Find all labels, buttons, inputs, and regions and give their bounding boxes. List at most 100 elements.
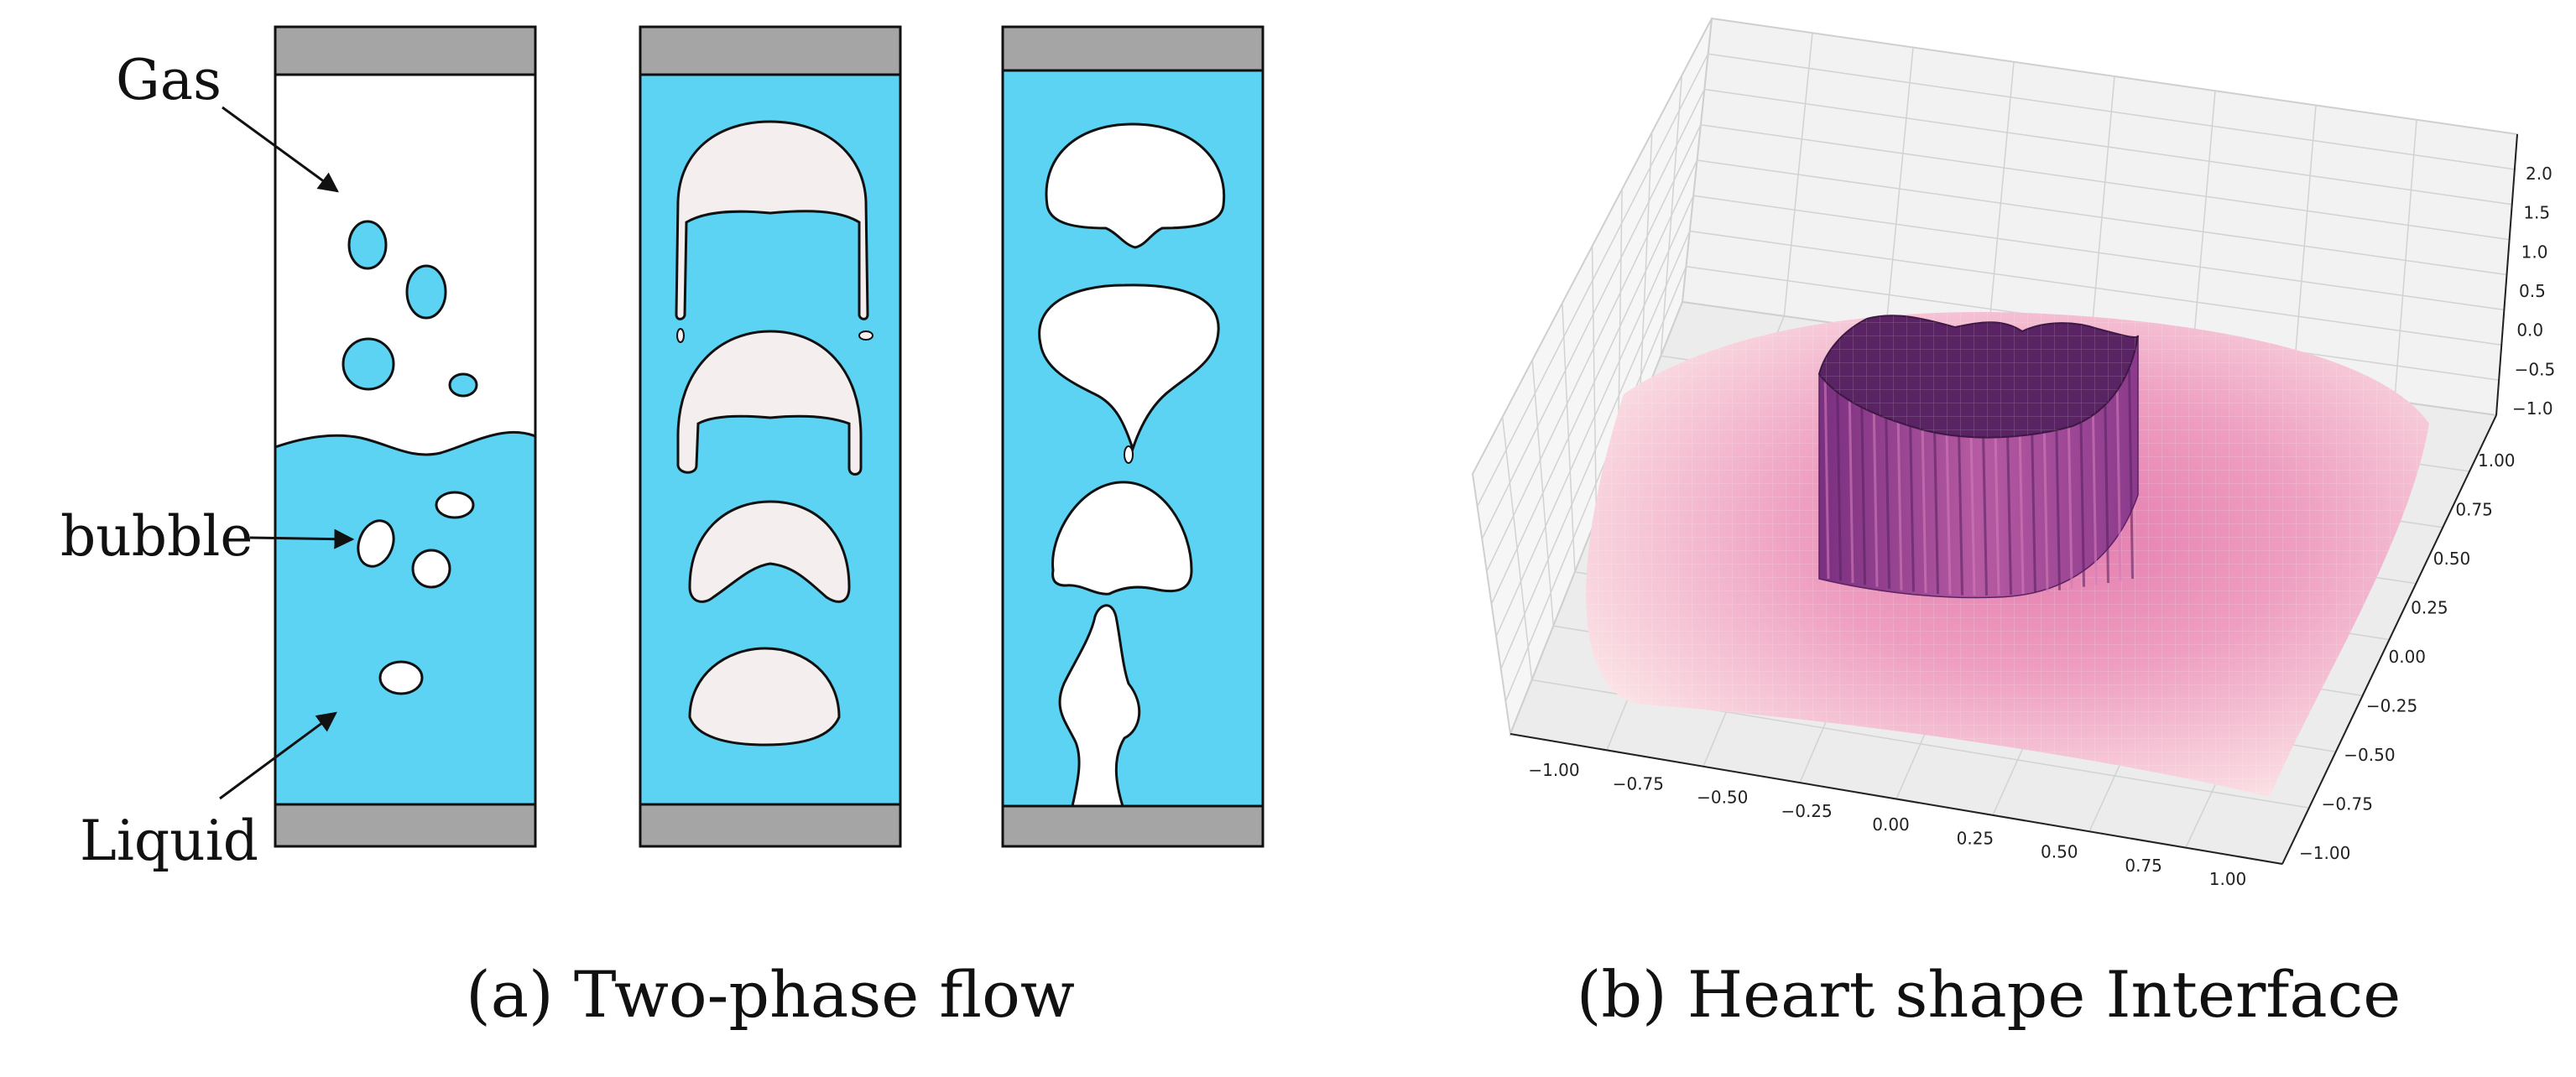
heart-side-stripe xyxy=(1958,430,1963,596)
x-tick-label: −0.25 xyxy=(1781,801,1832,821)
droplet xyxy=(342,337,395,391)
cap-bubble xyxy=(676,330,863,476)
satellite-bubble xyxy=(676,328,685,343)
z-tick-label: 0.0 xyxy=(2516,320,2543,341)
y-tick-label: 0.00 xyxy=(2389,647,2427,667)
heart-side-stripe xyxy=(2042,417,2049,592)
x-tick-label: 0.25 xyxy=(1957,828,1995,848)
droplet xyxy=(347,220,388,270)
heart-side-stripe xyxy=(2055,412,2061,591)
left-grid-line xyxy=(1476,53,1709,507)
z-tick-label: −0.5 xyxy=(2515,359,2556,379)
bubble xyxy=(435,491,475,519)
heart-side-stripe xyxy=(1836,377,1842,581)
x-tick-label: 0.75 xyxy=(2125,856,2162,876)
heart-side-stripe xyxy=(1982,431,1988,596)
back-grid-line xyxy=(1704,88,2512,206)
back-grid-line xyxy=(2190,91,2216,373)
column-2-top-cap xyxy=(639,25,902,76)
gas-arrow xyxy=(222,106,339,193)
heart-side-stripe xyxy=(2104,384,2109,583)
bubble-label: bubble xyxy=(60,504,253,569)
cap-bubble xyxy=(675,120,869,320)
panel-a: Gas bubble Liquid (a) Two-phase flow xyxy=(60,25,1265,1032)
left-grid-line xyxy=(1490,159,1698,605)
panel-b: 2.0 1.5 1.0 0.5 0.0 −0.5 −1.0 1.00 0.75 0.50 0.25… xyxy=(1471,17,2555,1032)
column-2-bottom-cap xyxy=(639,803,902,848)
liquid-arrow xyxy=(219,711,337,800)
column-1-bottom-cap xyxy=(274,803,537,848)
bubble xyxy=(411,549,451,589)
heart-side-stripe xyxy=(1994,430,2000,596)
x-axis-ticks: −1.00−0.75−0.50−0.250.000.250.500.751.00 xyxy=(1528,760,2246,889)
heart-side-stripe xyxy=(2091,392,2098,585)
heart-side-stripe xyxy=(2031,422,2036,593)
y-tick-label: −0.75 xyxy=(2322,794,2373,814)
bubble-arrow xyxy=(249,528,355,549)
heart-stripes xyxy=(1823,368,2134,596)
heart-side-stripe xyxy=(1885,406,1890,589)
y-axis-line xyxy=(2281,414,2497,865)
x-tick-label: 0.00 xyxy=(1872,814,1910,835)
y-tick-label: 0.25 xyxy=(2411,598,2448,618)
deformed-bubble xyxy=(1038,284,1220,453)
gas-jet xyxy=(1058,604,1141,808)
heart-side-stripe xyxy=(2128,368,2134,580)
z-tick-label: −1.0 xyxy=(2512,398,2553,419)
heart-side-stripe xyxy=(1872,399,1879,587)
z-tick-label: 1.0 xyxy=(2521,242,2548,262)
y-tick-label: 0.75 xyxy=(2455,500,2493,520)
caption-a: (a) Two-phase flow xyxy=(466,957,1075,1032)
back-grid-line xyxy=(2394,119,2417,402)
x-tick-label: 1.00 xyxy=(2209,869,2247,889)
z-tick-label: 1.5 xyxy=(2523,203,2550,223)
cap-bubble xyxy=(688,500,851,603)
bubble xyxy=(378,660,424,695)
y-tick-label: 1.00 xyxy=(2478,450,2516,471)
heart-side-stripe xyxy=(2018,425,2025,595)
left-grid-line xyxy=(1481,89,1705,539)
x-tick-label: −0.50 xyxy=(1697,788,1748,808)
column-1 xyxy=(274,25,537,848)
cap-bubble xyxy=(688,647,841,747)
heart-side-stripe xyxy=(2067,406,2073,589)
x-tick-label: −1.00 xyxy=(1528,760,1579,780)
heart-side-stripe xyxy=(1933,425,1939,595)
column-2 xyxy=(639,25,902,848)
y-tick-label: 0.50 xyxy=(2433,549,2471,569)
heart-side-stripe xyxy=(1909,417,1915,592)
back-grid-line xyxy=(2088,75,2115,359)
heart-side-stripe xyxy=(2115,377,2122,581)
satellite-bubble xyxy=(1124,445,1134,464)
deformed-bubble xyxy=(1045,122,1226,249)
heart-side-stripe xyxy=(1848,384,1854,583)
column-1-top-cap xyxy=(274,25,537,76)
left-grid-line xyxy=(1486,124,1702,572)
heart-side-stripe xyxy=(2079,399,2085,587)
heart-side-stripe xyxy=(1969,431,1976,596)
z-tick-label: 0.5 xyxy=(2519,281,2546,301)
y-axis-ticks: 1.00 0.75 0.50 0.25 0.00 −0.25 −0.50 −0.75 −1.00 xyxy=(2299,450,2516,863)
column-1-liquid xyxy=(274,430,537,806)
back-grid-line xyxy=(2292,105,2317,388)
bubble xyxy=(357,519,395,568)
satellite-bubble xyxy=(858,330,873,341)
x-axis-line xyxy=(1510,733,2283,865)
left-grid-line xyxy=(1639,132,1653,410)
gas-label: Gas xyxy=(116,48,222,112)
droplet xyxy=(405,264,447,320)
liquid-label: Liquid xyxy=(80,809,258,873)
column-3 xyxy=(1001,25,1265,848)
z-tick-label: 2.0 xyxy=(2526,164,2553,184)
y-tick-label: −1.00 xyxy=(2299,843,2350,863)
x-tick-label: 0.50 xyxy=(2041,842,2078,862)
y-tick-label: −0.50 xyxy=(2344,745,2395,765)
y-tick-label: −0.25 xyxy=(2366,696,2417,716)
heart-side-stripe xyxy=(2006,429,2012,596)
deformed-bubble xyxy=(1051,481,1193,596)
column-3-top-cap xyxy=(1001,25,1265,72)
heart-side-stripe xyxy=(1921,422,1927,593)
heart-side-stripe xyxy=(1823,368,1830,580)
z-axis-ticks: 2.0 1.5 1.0 0.5 0.0 −0.5 −1.0 xyxy=(2512,164,2555,419)
